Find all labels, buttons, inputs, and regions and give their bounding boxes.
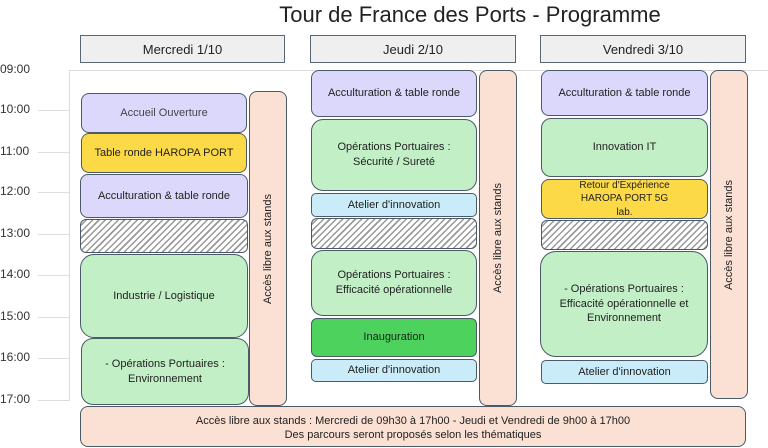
event-acculturation[interactable]: Acculturation & table ronde [311, 70, 477, 117]
side-label: Accès libre aux stands [262, 193, 274, 304]
event-acculturation[interactable]: Acculturation & table ronde [541, 70, 708, 116]
event-atelier-innovation[interactable]: Atelier d'innovation [311, 359, 477, 382]
side-acces-libre-mercredi[interactable]: Accès libre aux stands [249, 91, 287, 406]
event-table-ronde[interactable]: Table ronde HAROPA PORT [81, 133, 247, 173]
time-label: 15:00 [0, 309, 31, 323]
time-label: 14:00 [0, 267, 31, 281]
time-label: 09:00 [0, 62, 31, 76]
lunch-break-block [311, 218, 477, 249]
event-inauguration[interactable]: Inauguration [311, 318, 477, 357]
day-header-jeudi: Jeudi 2/10 [310, 35, 516, 63]
time-label: 16:00 [0, 350, 31, 364]
side-label: Accès libre aux stands [723, 179, 735, 290]
hour-tick [38, 400, 70, 401]
hour-tick [38, 192, 70, 193]
side-acces-libre-vendredi[interactable]: Accès libre aux stands [710, 70, 748, 399]
time-label: 13:00 [0, 226, 31, 240]
hour-tick [38, 358, 70, 359]
time-label: 10:00 [0, 102, 31, 116]
hour-tick [38, 317, 70, 318]
event-retour-experience[interactable]: Retour d'Expérience HAROPA PORT 5G lab. [541, 179, 708, 219]
event-innovation-it[interactable]: Innovation IT [541, 118, 708, 177]
event-ops-efficacite-environnement[interactable]: - Opérations Portuaires : Efficacité opé… [540, 251, 708, 357]
info-banner: Accès libre aux stands : Mercredi de 09h… [80, 406, 746, 447]
hour-tick [38, 152, 70, 153]
event-industrie[interactable]: Industrie / Logistique [80, 254, 248, 338]
hour-tick [38, 275, 70, 276]
time-label: 17:00 [0, 392, 31, 406]
side-label: Accès libre aux stands [492, 182, 504, 294]
lunch-break-block [80, 219, 248, 253]
event-ops-environnement[interactable]: - Opérations Portuaires : Environnement [81, 338, 249, 405]
banner-line-1: Accès libre aux stands : Mercredi de 09h… [195, 415, 631, 427]
event-accueil[interactable]: Accueil Ouverture [81, 93, 247, 133]
banner-line-2: Des parcours seront proposés selon les t… [284, 429, 542, 442]
time-label: 11:00 [0, 144, 30, 158]
event-acculturation[interactable]: Acculturation & table ronde [80, 174, 248, 218]
day-header-vendredi: Vendredi 3/10 [540, 35, 746, 63]
page-title: Tour de France des Ports - Programme [279, 2, 661, 27]
lunch-break-block [541, 220, 708, 250]
time-axis-line [69, 70, 70, 401]
day-header-mercredi: Mercredi 1/10 [80, 35, 285, 63]
time-label: 12:00 [0, 184, 31, 198]
hour-tick [38, 110, 70, 111]
event-ops-efficacite[interactable]: Opérations Portuaires : Efficacité opéra… [311, 250, 477, 316]
event-atelier-innovation[interactable]: Atelier d'innovation [311, 193, 477, 217]
event-ops-securite[interactable]: Opérations Portuaires : Sécurité / Suret… [311, 119, 477, 191]
side-acces-libre-jeudi[interactable]: Accès libre aux stands [479, 70, 517, 406]
hour-tick [38, 234, 70, 235]
event-atelier-innovation[interactable]: Atelier d'innovation [541, 360, 708, 384]
